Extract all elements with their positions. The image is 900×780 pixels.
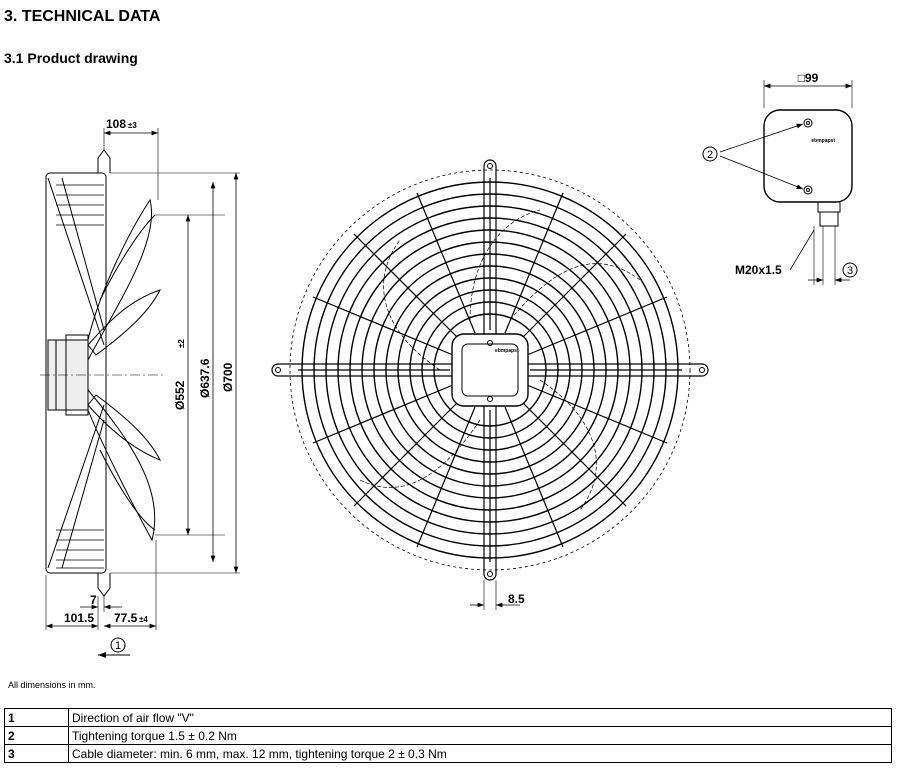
legend-text: Tightening torque 1.5 ± 0.2 Nm (68, 726, 892, 745)
dim-mid-dia: Ø637.6 (198, 358, 212, 398)
callout-1 (110, 637, 126, 653)
dimensions-note: All dimensions in mm. (8, 680, 96, 690)
dim-outer-dia: Ø700 (221, 362, 235, 392)
box-brand-mark: ebmpapst (811, 138, 835, 144)
callout-3-label: 3 (847, 265, 853, 277)
legend-text: Direction of air flow "V" (68, 708, 892, 727)
section-title: 3. TECHNICAL DATA (4, 8, 161, 25)
legend-number: 2 (4, 726, 69, 745)
legend-number: 1 (4, 708, 69, 727)
dim-box-size: □99 (798, 71, 819, 85)
front-view (271, 159, 709, 610)
legend-table: 1 Direction of air flow "V" 2 Tightening… (4, 708, 892, 763)
dim-slot: 8.5 (508, 592, 525, 606)
dim-depth-tol: ±3 (128, 121, 137, 130)
product-drawing: 1 108 ±3 7 101.5 77.5 ±4 Ø552 ±2 Ø637.6 … (40, 71, 858, 658)
dim-depth: 108 (106, 117, 126, 131)
callout-3 (842, 262, 858, 278)
legend-row: 2 Tightening torque 1.5 ± 0.2 Nm (4, 726, 892, 745)
legend-number: 3 (4, 744, 69, 763)
dim-base-left: 101.5 (64, 611, 94, 625)
dim-inner-dia-tol: ±2 (177, 339, 186, 348)
terminal-box-detail (702, 80, 858, 285)
dim-inner-dia: Ø552 (173, 380, 187, 410)
callout-2 (702, 146, 718, 162)
legend-row: 3 Cable diameter: min. 6 mm, max. 12 mm,… (4, 744, 892, 763)
side-view (40, 128, 240, 658)
dim-thread: M20x1.5 (735, 263, 782, 277)
dim-base-right: 77.5 (114, 611, 138, 625)
dim-offset: 7 (90, 593, 97, 607)
legend-row: 1 Direction of air flow "V" (4, 708, 892, 727)
dim-base-right-tol: ±4 (139, 615, 148, 624)
subsection-title: 3.1 Product drawing (4, 50, 138, 66)
front-brand-mark: ebmpapst (495, 348, 519, 354)
callout-2-label: 2 (707, 149, 713, 161)
legend-text: Cable diameter: min. 6 mm, max. 12 mm, t… (68, 744, 892, 763)
callout-1-label: 1 (115, 640, 121, 652)
